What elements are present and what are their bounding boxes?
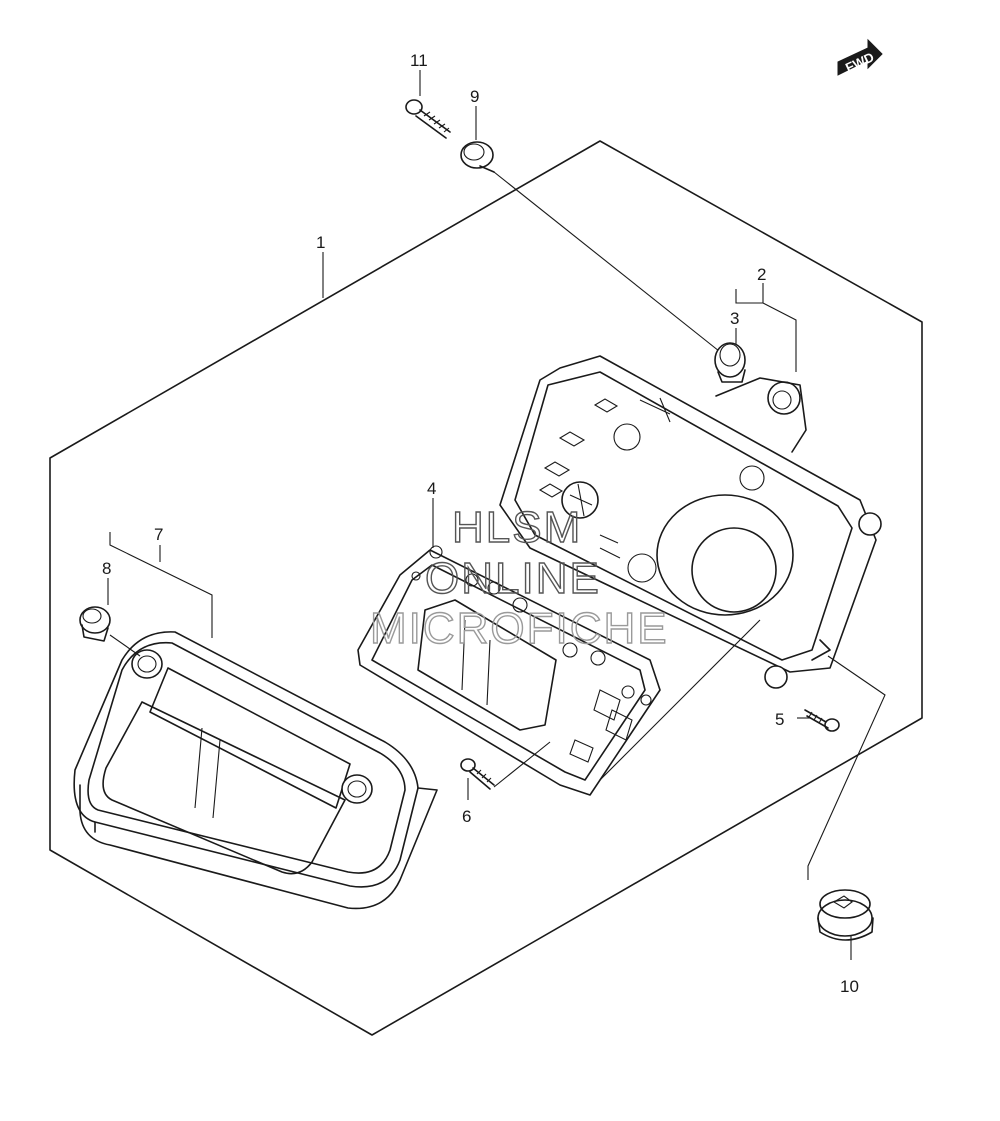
watermark-line2: ONLINE xyxy=(425,554,601,603)
fwd-arrow-icon: FWD xyxy=(837,38,883,76)
leader-lines xyxy=(107,70,886,960)
grommet-10 xyxy=(817,889,874,941)
damper-3 xyxy=(714,342,746,383)
screw-6 xyxy=(460,758,495,790)
callout-8: 8 xyxy=(102,559,111,578)
meter-cover-7 xyxy=(73,631,438,910)
fwd-label: FWD xyxy=(843,49,876,75)
meter-case xyxy=(499,355,882,689)
bracket-2 xyxy=(715,377,807,453)
callout-6: 6 xyxy=(462,807,471,826)
callout-10: 10 xyxy=(840,977,859,996)
watermark-line1: HLSM xyxy=(452,503,582,552)
callout-11: 11 xyxy=(410,51,428,70)
watermark: HLSM ONLINE MICROFICHE xyxy=(369,502,669,653)
callout-9: 9 xyxy=(470,87,479,106)
callout-1: 1 xyxy=(316,233,325,252)
grommet-8 xyxy=(79,606,141,657)
meter-unit-4 xyxy=(357,545,661,796)
callout-2: 2 xyxy=(757,265,766,284)
watermark-line3: MICROFICHE xyxy=(370,604,669,653)
callout-7: 7 xyxy=(154,525,163,544)
grommet-9 xyxy=(460,141,495,173)
leader-6 xyxy=(493,741,551,788)
leader-9-to-3 xyxy=(493,171,725,356)
callout-5: 5 xyxy=(775,710,784,729)
callout-3: 3 xyxy=(730,309,739,328)
screw-5 xyxy=(804,709,840,732)
callout-4: 4 xyxy=(427,479,436,498)
assembly-boundary xyxy=(49,140,923,1036)
screw-11 xyxy=(405,99,451,139)
